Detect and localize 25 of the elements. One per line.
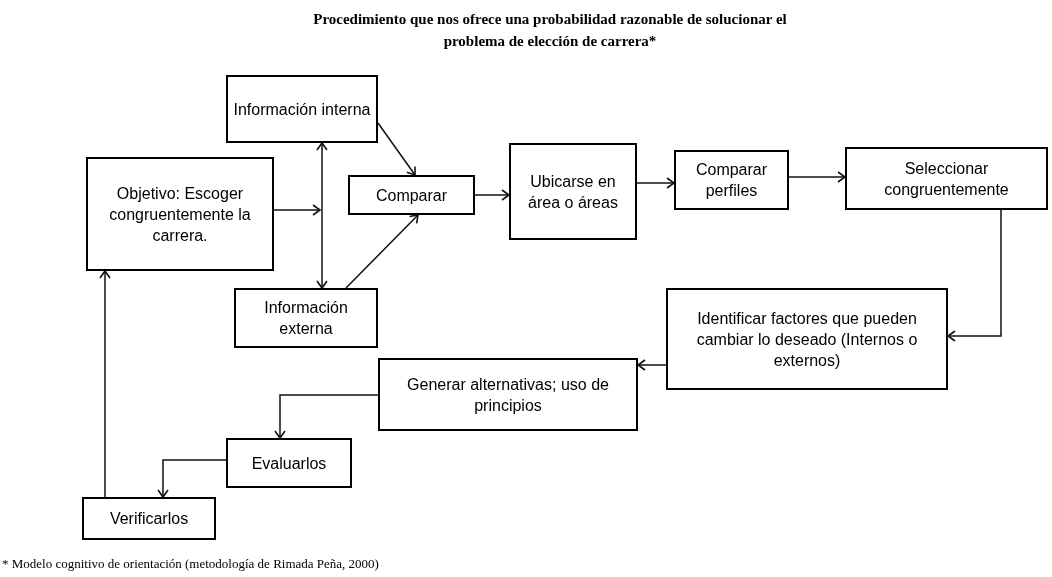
arrow (157, 459, 227, 498)
footnote: * Modelo cognitivo de orientación (metodología de Rimada Peña, 2000) (2, 556, 379, 572)
process-box: Información externa (234, 288, 378, 348)
arrow (99, 270, 111, 498)
arrow (474, 189, 510, 201)
arrow (345, 214, 419, 289)
arrow (637, 359, 667, 371)
process-box: Comparar perfiles (674, 150, 789, 210)
arrow (316, 142, 328, 289)
diagram-title: Procedimiento que nos ofrece una probabilidad razonable de solucionar el problema de elección de carrera* (312, 10, 788, 51)
process-box: Verificarlos (82, 497, 216, 540)
arrow (947, 209, 1002, 342)
process-box: Ubicarse en área o áreas (509, 143, 637, 240)
arrow (377, 122, 416, 176)
arrow (788, 171, 846, 183)
process-box: Información interna (226, 75, 378, 143)
process-box: Seleccionar congruentemente (845, 147, 1048, 210)
process-box: Identificar factores que pueden cambiar lo deseado (Internos o externos) (666, 288, 948, 390)
process-box: Comparar (348, 175, 475, 215)
process-box: Objetivo: Escoger congruentemente la carrera. (86, 157, 274, 271)
process-box: Generar alternativas; uso de principios (378, 358, 638, 431)
arrow (274, 394, 379, 439)
process-box: Evaluarlos (226, 438, 352, 488)
arrow (636, 177, 675, 189)
arrow (273, 204, 321, 216)
